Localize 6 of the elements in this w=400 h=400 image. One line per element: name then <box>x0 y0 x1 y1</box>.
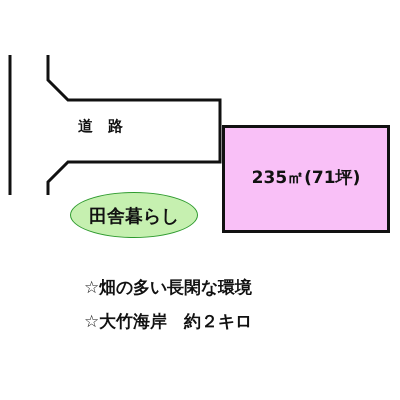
badge-text: 田舎暮らし <box>88 205 180 228</box>
land-plot <box>222 125 390 233</box>
note-text: ☆畑の多い長閑な環境 <box>84 277 252 299</box>
area-label: 235㎡(71坪) <box>250 167 362 189</box>
note-text: ☆大竹海岸 約２キロ <box>84 311 252 333</box>
road-label: 道 路 <box>78 117 123 136</box>
